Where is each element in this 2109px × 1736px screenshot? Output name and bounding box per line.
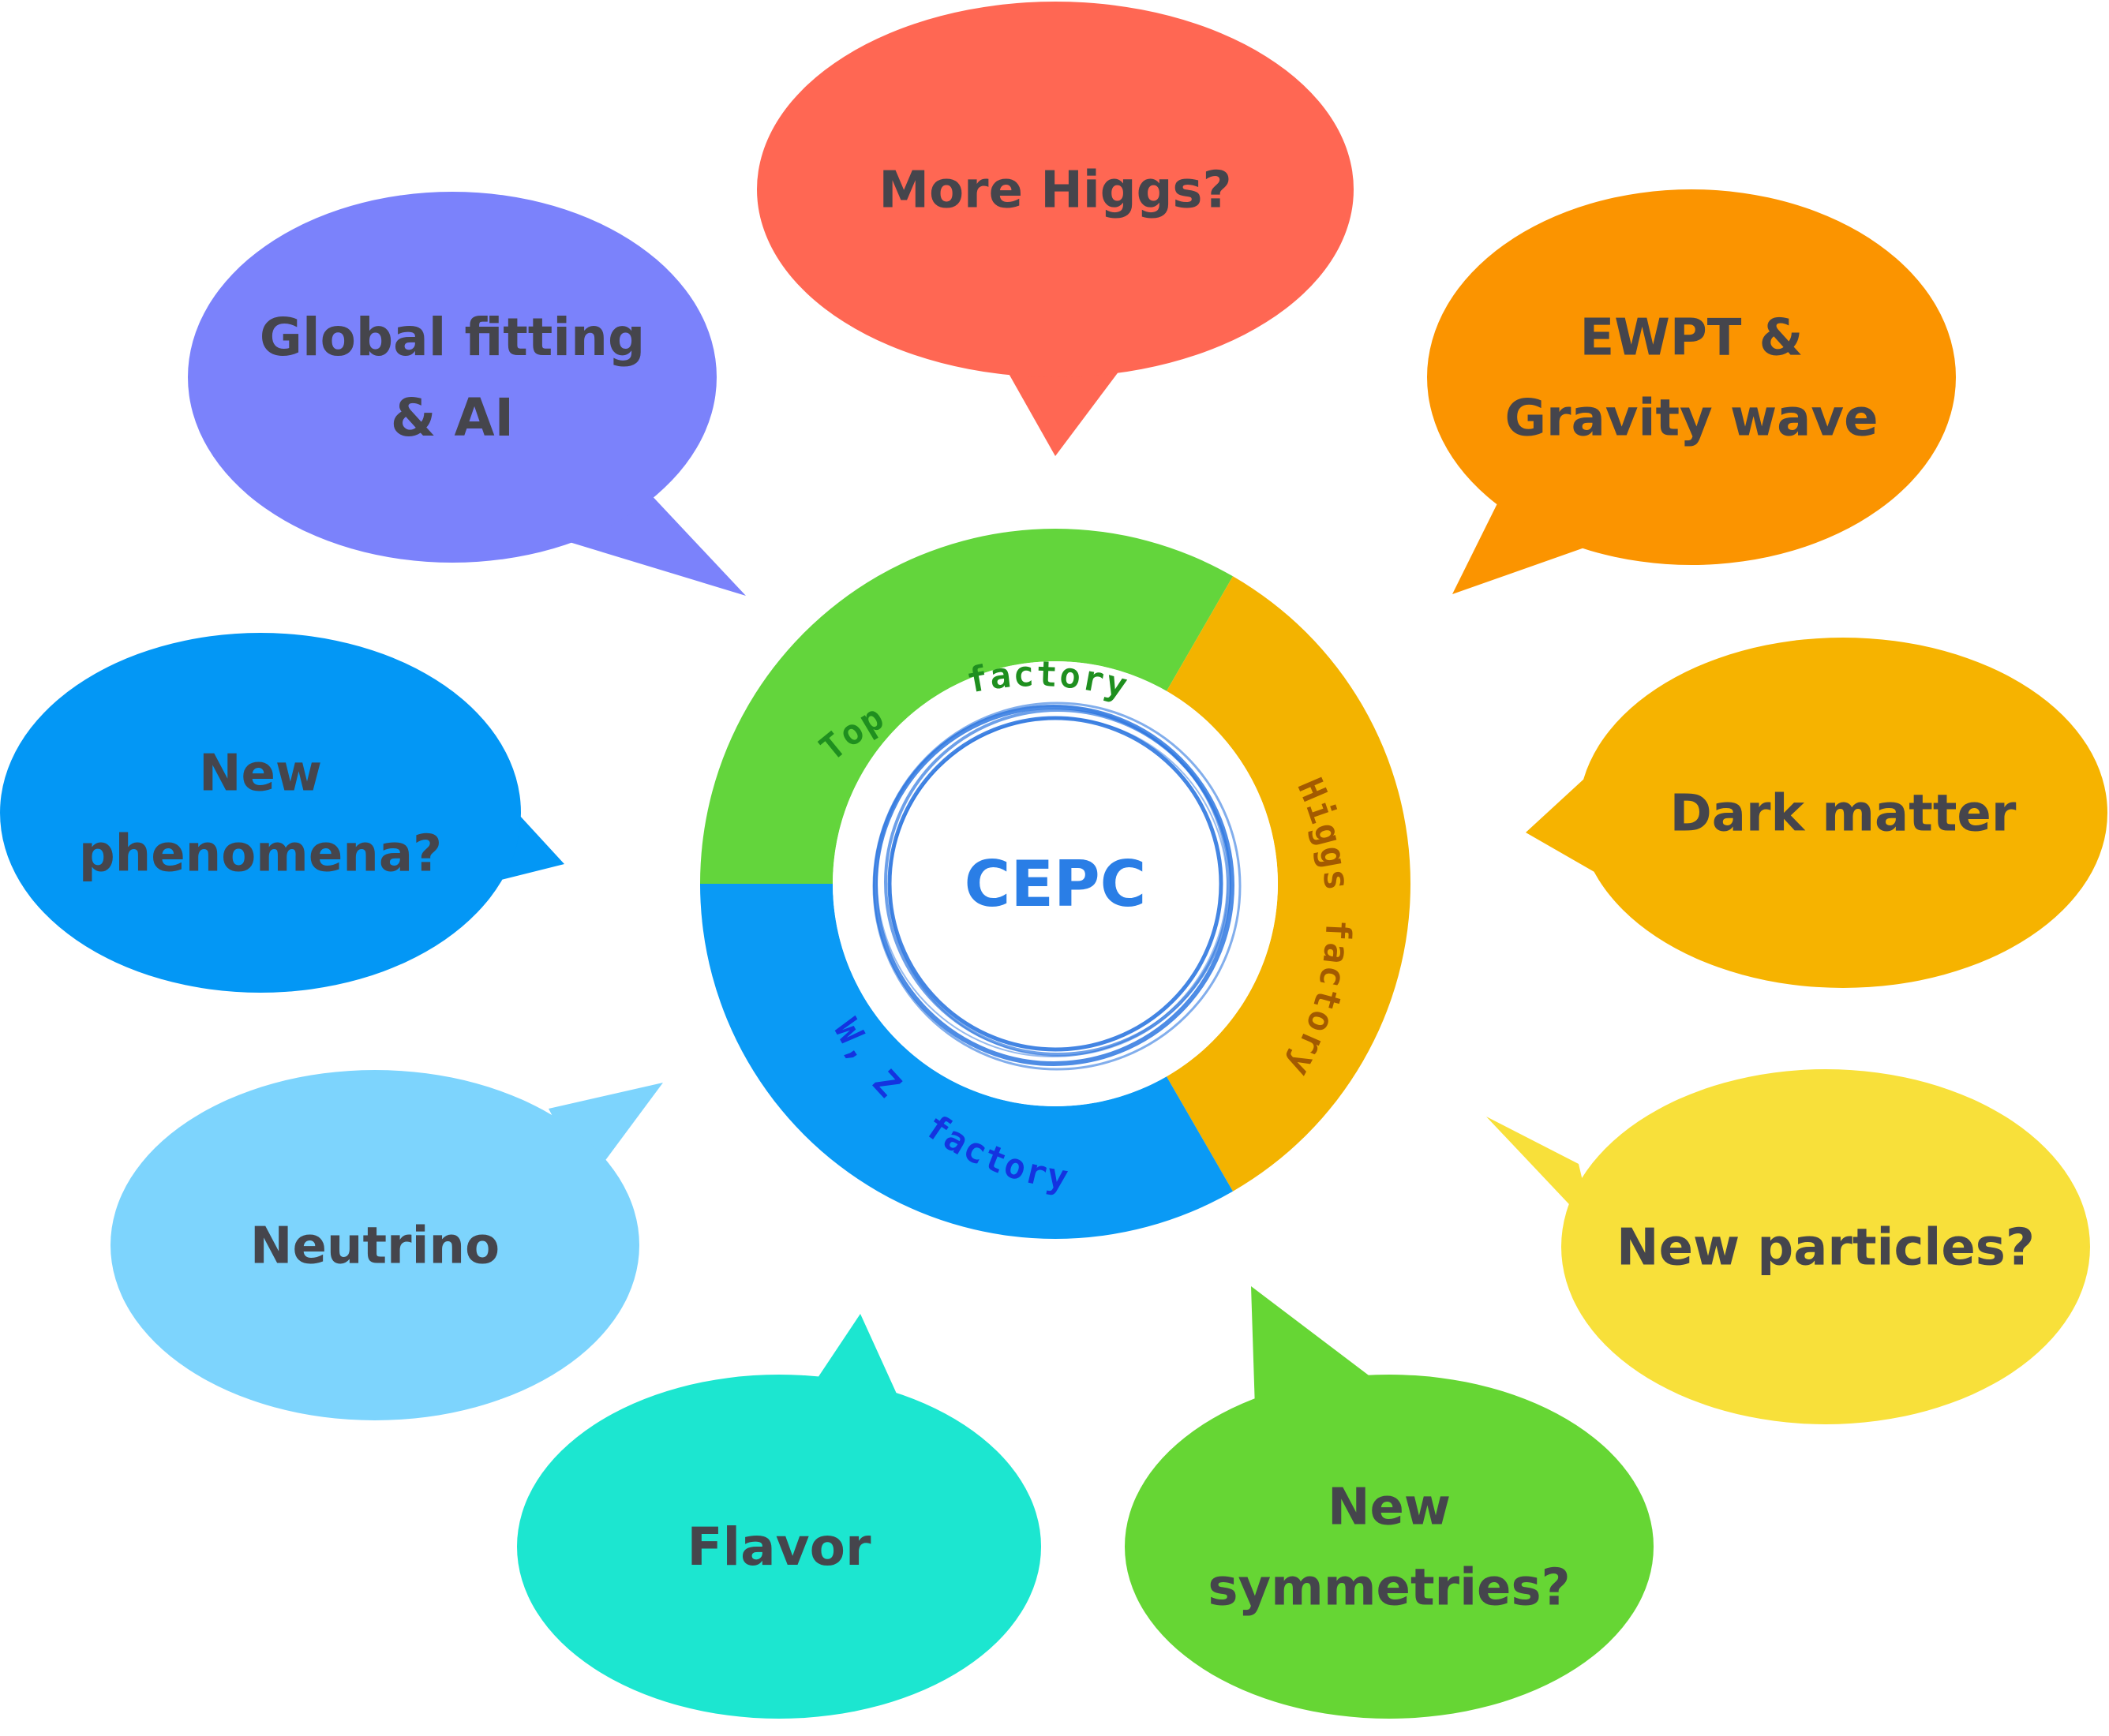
center-title: CEPC (965, 847, 1147, 921)
bubble-label: New (1328, 1478, 1451, 1536)
bubble-label: EWPT & (1580, 309, 1804, 367)
bubble-body (1125, 1375, 1654, 1719)
bubble-body (188, 192, 717, 563)
bubble-tail (1007, 371, 1119, 456)
bubble-tail (1486, 1117, 1594, 1231)
bubble-label: Neutrino (250, 1217, 500, 1275)
bubble-label: Global fitting (260, 307, 645, 368)
collider-ring-icon (872, 702, 1242, 1071)
speech-bubble-new-phenomena: New phenomena? (0, 633, 564, 993)
bubble-label: Dark matter (1670, 784, 2017, 843)
bubble-body (757, 2, 1354, 377)
speech-bubble-ewpt-gravity-wave: EWPT & Gravity wave (1427, 189, 1956, 594)
bubble-label: Flavor (687, 1517, 871, 1577)
speech-bubble-new-particles: New particles? (1486, 1069, 2090, 1424)
speech-bubble-flavor: Flavor (517, 1314, 1041, 1719)
speech-bubble-more-higgs: More Higgs? (757, 2, 1354, 456)
bubble-label: Gravity wave (1505, 389, 1879, 447)
bubble-label: & AI (391, 387, 514, 448)
bubble-body (1427, 189, 1956, 565)
segment-top-factory (700, 528, 1233, 884)
segment-higgs-factory (1167, 576, 1410, 1192)
bubble-label: symmetries? (1208, 1558, 1570, 1617)
bubble-label: New particles? (1616, 1218, 2035, 1277)
bubble-label: phenomena? (79, 825, 442, 883)
bubble-tail (1526, 769, 1594, 872)
bubble-body (1561, 1069, 2090, 1424)
speech-bubble-new-symmetries: New symmetries? (1125, 1286, 1654, 1719)
bubble-label: New (199, 744, 322, 803)
bubble-label: More Higgs? (878, 161, 1231, 219)
center-disk (833, 661, 1278, 1106)
speech-bubble-neutrino: Neutrino (111, 1070, 663, 1420)
bubble-body (0, 633, 521, 993)
bubble-body (111, 1070, 639, 1420)
segment-wz-factory (700, 884, 1233, 1240)
speech-bubble-global-fitting-ai: Global fitting & AI (188, 192, 746, 596)
bubble-body (1579, 638, 2107, 988)
bubble-tail (1452, 491, 1602, 594)
speech-bubble-dark-matter: Dark matter (1526, 638, 2107, 988)
bubble-body (517, 1375, 1041, 1719)
